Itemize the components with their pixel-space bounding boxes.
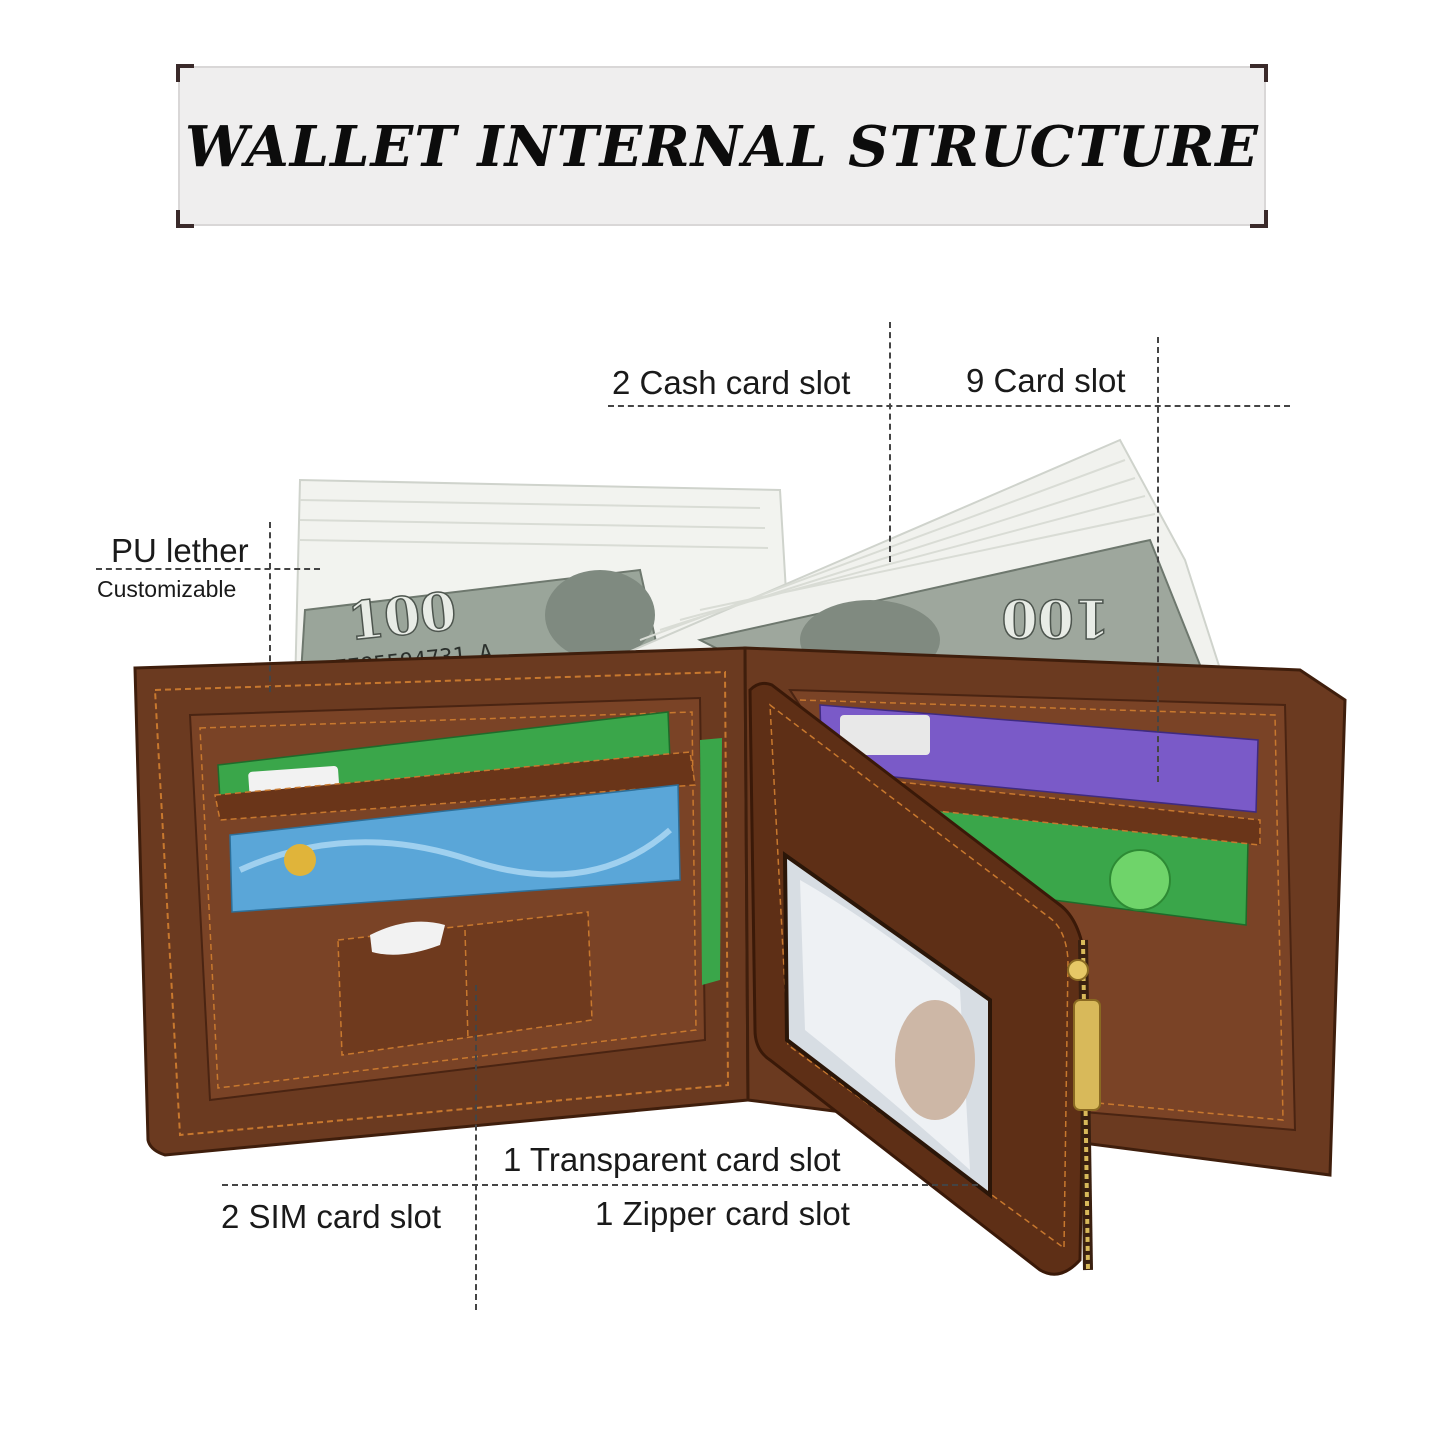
- callout-line-bottom: [222, 1184, 978, 1186]
- banner-corner: [176, 210, 194, 228]
- callout-line-card: [1157, 337, 1159, 782]
- callout-line-leather-v: [269, 522, 271, 692]
- label-card-slot: 9 Card slot: [966, 362, 1126, 399]
- page-title: WALLET INTERNAL STRUCTURE: [185, 114, 1259, 180]
- title-banner: WALLET INTERNAL STRUCTURE: [176, 64, 1268, 228]
- label-pu-leather: PU lether: [111, 532, 249, 569]
- callout-line-sim: [475, 985, 477, 1310]
- banknote-denomination-2: 100: [1001, 587, 1110, 648]
- label-transparent-card-slot: 1 Transparent card slot: [503, 1141, 841, 1178]
- callout-line-cash: [889, 322, 891, 562]
- callout-line-leather: [96, 568, 320, 570]
- callout-line-top: [608, 405, 1290, 407]
- zipper-flap: [748, 681, 1101, 1276]
- banner-corner: [1250, 64, 1268, 82]
- label-zipper-card-slot: 1 Zipper card slot: [595, 1195, 850, 1232]
- banner-corner: [1250, 210, 1268, 228]
- zipper-pull: [1073, 999, 1101, 1111]
- label-cash-card-slot: 2 Cash card slot: [612, 364, 851, 401]
- wallet-left-half: [133, 646, 750, 1157]
- banner-corner: [176, 64, 194, 82]
- banknote-denomination: 100: [345, 581, 459, 653]
- label-sim-card-slot: 2 SIM card slot: [221, 1198, 442, 1235]
- label-customizable: Customizable: [97, 576, 237, 602]
